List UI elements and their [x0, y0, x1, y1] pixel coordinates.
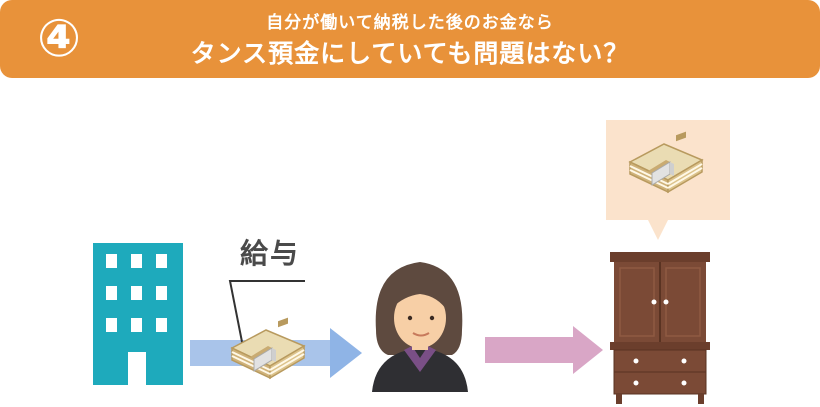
wardrobe-icon: [610, 252, 710, 404]
salary-label: 給与: [240, 237, 301, 270]
arrow-icon: [485, 326, 603, 374]
banner-title: タンス預金にしていても問題はない？: [190, 39, 630, 68]
banner-subtitle: 自分が働いて納税した後のお金なら: [266, 13, 554, 33]
step-number-badge: ④: [36, 9, 82, 69]
title-banner: ④ 自分が働いて納税した後のお金なら タンス預金にしていても問題はない？: [0, 0, 820, 78]
woman-icon: [372, 262, 468, 392]
money-bundle-icon: [231, 316, 305, 379]
building-icon: [93, 243, 183, 385]
